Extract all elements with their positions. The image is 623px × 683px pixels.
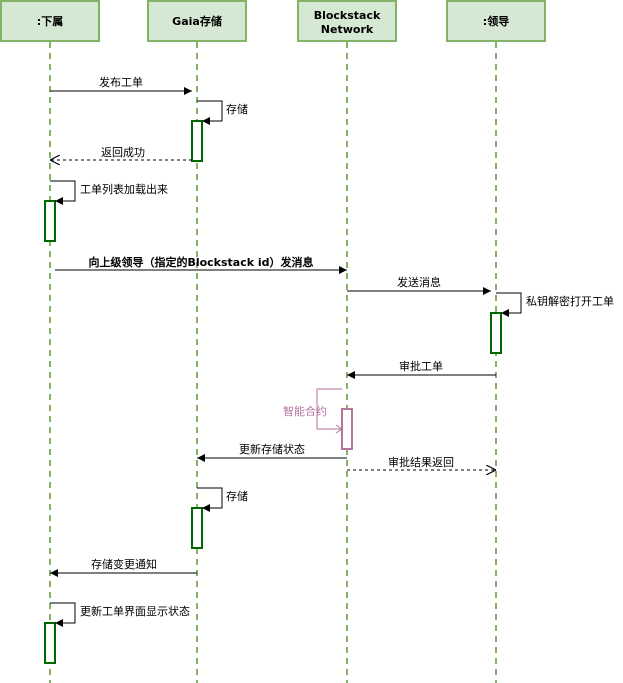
message-return-success[interactable]: 返回成功: [50, 146, 192, 160]
message-load-list-label: 工单列表加载出来: [80, 182, 168, 196]
activation-leader-1: [490, 312, 502, 354]
message-store-self-2-label: 存储: [226, 489, 248, 503]
activation-blockstack-contract: [341, 408, 353, 450]
message-publish-ticket-label: 发布工单: [99, 75, 143, 89]
message-approval-result[interactable]: 审批结果返回: [347, 455, 496, 470]
message-storage-change-notice[interactable]: 存储变更通知: [50, 557, 197, 577]
message-forward[interactable]: 发送消息: [347, 275, 491, 295]
message-decrypt-label: 私钥解密打开工单: [526, 294, 614, 308]
message-return-success-label: 返回成功: [101, 146, 145, 159]
activation-gaia-1: [191, 120, 203, 162]
activation-gaia-2: [191, 507, 203, 549]
message-update-ui-label: 更新工单界面显示状态: [80, 604, 190, 618]
message-update-storage[interactable]: 更新存储状态: [197, 442, 347, 462]
message-load-list-self[interactable]: 工单列表加载出来: [50, 180, 168, 205]
message-update-ui-self[interactable]: 更新工单界面显示状态: [50, 602, 190, 627]
participant-gaia-label: Gaia存储: [172, 14, 222, 28]
participant-subordinate[interactable]: :下属: [0, 0, 100, 42]
message-storage-change-notice-label: 存储变更通知: [91, 557, 157, 571]
message-decrypt-self[interactable]: 私钥解密打开工单: [496, 292, 614, 317]
participant-leader[interactable]: :领导: [446, 0, 546, 42]
message-approval-result-label: 审批结果返回: [388, 455, 454, 469]
participant-blockstack[interactable]: Blockstack Network: [297, 0, 397, 42]
message-store-self-1[interactable]: 存储: [197, 100, 248, 125]
message-smart-contract-label: 智能合约: [283, 404, 327, 418]
activation-subordinate-2: [44, 622, 56, 664]
message-forward-label: 发送消息: [397, 275, 441, 289]
participant-leader-label: :领导: [483, 14, 509, 28]
message-send-to-leader[interactable]: 向上级领导（指定的Blockstack id）发消息: [55, 255, 347, 274]
message-store-self-1-label: 存储: [226, 102, 248, 116]
participant-blockstack-label-2: Network: [321, 23, 374, 36]
message-send-to-leader-label: 向上级领导（指定的Blockstack id）发消息: [88, 255, 313, 269]
message-update-storage-label: 更新存储状态: [239, 442, 305, 456]
message-publish-ticket[interactable]: 发布工单: [50, 75, 192, 95]
activation-subordinate-1: [44, 200, 56, 242]
participant-subordinate-label: :下属: [37, 15, 63, 28]
message-smart-contract[interactable]: 智能合约: [283, 388, 343, 434]
message-store-self-2[interactable]: 存储: [197, 487, 248, 512]
message-approve-label: 审批工单: [399, 359, 443, 373]
participant-blockstack-label-1: Blockstack: [314, 9, 381, 22]
participant-gaia[interactable]: Gaia存储: [147, 0, 247, 42]
message-approve[interactable]: 审批工单: [347, 359, 496, 379]
